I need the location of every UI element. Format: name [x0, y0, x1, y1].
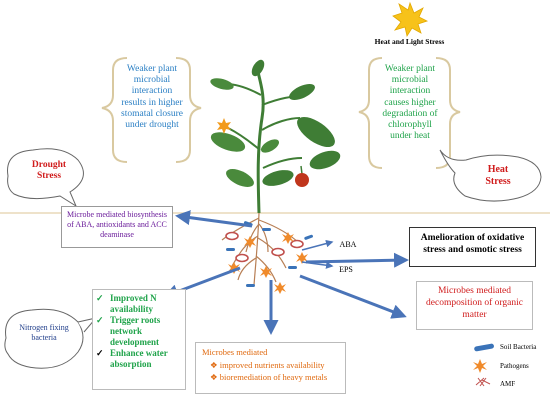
drought-stress-line1: Drought: [31, 160, 67, 170]
check-icon: ✓: [96, 347, 104, 358]
pathogen-icon: [473, 359, 487, 373]
left-brace: [101, 57, 128, 163]
benefits-box: ✓ Improved N availability ✓ Trigger roots …: [92, 289, 186, 390]
heat-speech-bubble: [439, 149, 542, 202]
drought-stress-line2: Stress: [36, 171, 62, 182]
drought-interaction-note: Weaker plant microbial interaction resul…: [121, 64, 183, 131]
sun-icon: [392, 1, 429, 38]
bullet-icon: ❖: [210, 360, 218, 371]
drought-stress-label: Drought Stress: [14, 160, 84, 182]
microbes-mediated-box: Microbes mediated ❖ improved nutrients a…: [195, 342, 346, 394]
benefit-item: ✓ Enhance water absorption: [96, 348, 182, 370]
microbes-mediated-title: Microbes mediated: [202, 347, 268, 357]
decomposition-box: Microbes mediated decomposition of organ…: [416, 281, 533, 330]
legend-label-soil-bacteria: Soil Bacteria: [500, 343, 537, 351]
rhizosphere-microbes: [225, 221, 313, 294]
microbes-mediated-item: ❖ bioremediation of heavy metals: [202, 372, 339, 383]
microbes-mediated-item-text: improved nutrients availability: [219, 360, 325, 371]
microbes-mediated-item-text: bioremediation of heavy metals: [219, 371, 328, 382]
benefit-text: Trigger roots network development: [110, 314, 161, 347]
microbe-aba-box: Microbe mediated biosynthesis of ABA, an…: [61, 206, 173, 248]
benefit-text: Enhance water absorption: [110, 347, 168, 369]
legend-label-pathogens: Pathogens: [500, 362, 529, 370]
drought-speech-bubble: [7, 148, 84, 208]
benefits-list: ✓ Improved N availability ✓ Trigger roots …: [96, 293, 182, 370]
amelioration-box: Amelioration of oxidative stress and osm…: [409, 227, 536, 267]
check-icon: ✓: [96, 293, 104, 303]
bullet-icon: ❖: [210, 371, 218, 382]
microbes-mediated-item: ❖ improved nutrients availability: [202, 360, 339, 371]
aba-label: ABA: [339, 240, 357, 249]
plant-illustration: [210, 59, 341, 214]
heat-stress-line2: Stress: [485, 175, 511, 187]
amf-icon: [475, 377, 491, 387]
legend-label-amf: AMF: [500, 380, 516, 388]
left-brace-close: [175, 57, 202, 163]
heat-interaction-note: Weaker plant microbial interaction cause…: [382, 64, 438, 142]
nitrogen-fixing-bacteria-label: Nitrogen fixing bacteria: [19, 323, 69, 343]
benefit-item: ✓ Improved N availability: [96, 293, 182, 315]
root-system: [221, 212, 301, 286]
right-brace: [358, 57, 383, 169]
check-icon: ✓: [96, 314, 104, 325]
heat-stress-line1: Heat: [487, 164, 509, 175]
benefit-item: ✓ Trigger roots network development: [96, 315, 182, 348]
flower-icon: [217, 118, 231, 134]
soil-bacteria-icon: [474, 343, 494, 352]
tomato-fruit: [295, 165, 309, 187]
eps-label: EPS: [339, 265, 353, 274]
heat-light-stress-title: Heat and Light Stress: [374, 37, 445, 46]
benefit-text: Improved N availability: [110, 293, 157, 314]
heat-stress-label: Heat Stress: [458, 164, 538, 188]
